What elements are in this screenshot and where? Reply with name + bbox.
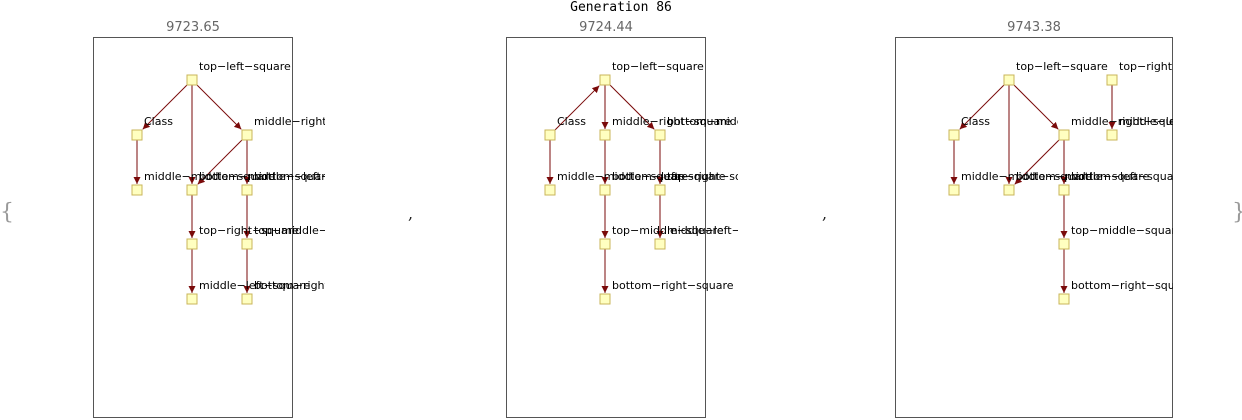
node-square <box>654 129 666 141</box>
node-square <box>544 184 556 196</box>
node-label: middle−right−square <box>254 115 325 128</box>
node-square <box>241 184 253 196</box>
node-square <box>948 184 960 196</box>
edge-n1-n3 <box>196 84 242 130</box>
node-square <box>1003 184 1015 196</box>
node-label: bottom−right−square <box>1071 279 1173 292</box>
node-label: middle−middle−square <box>961 170 1092 183</box>
node-label: top−right−square <box>667 170 738 183</box>
node-square <box>654 238 666 250</box>
panel-frame <box>895 37 1173 418</box>
node-label: middle−left−square <box>1119 115 1173 128</box>
list-close-brace: } <box>1232 202 1242 224</box>
node-label: top−middle−square <box>254 224 325 237</box>
node-square <box>654 184 666 196</box>
panel-score: 9723.65 <box>166 20 220 35</box>
node-label: middle−left−square <box>199 279 311 292</box>
node-square <box>241 238 253 250</box>
list-separator-1: , <box>408 204 414 223</box>
node-label: top−left−square <box>199 60 291 73</box>
node-square <box>599 184 611 196</box>
node-label: bottom−left−square <box>1071 170 1173 183</box>
node-label: top−left−square <box>612 60 704 73</box>
edge-p4-p7 <box>1014 139 1060 185</box>
node-square <box>1058 184 1070 196</box>
node-square <box>1106 129 1118 141</box>
node-label: middle−left−square <box>667 224 738 237</box>
node-square <box>599 129 611 141</box>
edge-n1-n2 <box>142 84 188 130</box>
node-label: middle−right−square <box>1071 115 1173 128</box>
node-square <box>1058 129 1070 141</box>
node-square <box>1003 74 1015 86</box>
node-label: top−middle−square <box>1071 224 1173 237</box>
node-square <box>599 293 611 305</box>
node-square <box>599 238 611 250</box>
node-label: bottom−middle−square <box>199 170 325 183</box>
node-label: top−right−square <box>1119 60 1173 73</box>
node-square <box>948 129 960 141</box>
node-square <box>131 184 143 196</box>
node-label: Class <box>961 115 990 128</box>
edge-m2-m1 <box>554 85 600 131</box>
node-square <box>241 293 253 305</box>
panel-score: 9724.44 <box>579 20 633 35</box>
node-label: middle−middle−square <box>144 170 275 183</box>
edge-p1-p3 <box>959 84 1005 130</box>
edge-p1-p4 <box>1013 84 1059 130</box>
node-label: top−left−square <box>1016 60 1108 73</box>
node-square <box>131 129 143 141</box>
node-square <box>1058 238 1070 250</box>
node-label: top−right−square <box>199 224 299 237</box>
node-square <box>1106 74 1118 86</box>
node-square <box>241 129 253 141</box>
node-square <box>186 293 198 305</box>
node-label: Class <box>144 115 173 128</box>
edge-m1-m4 <box>609 84 655 130</box>
list-separator-2: , <box>822 204 828 223</box>
generation-title: Generation 86 <box>570 0 672 15</box>
node-label: bottom−left−square <box>612 170 726 183</box>
edge-n3-n5 <box>197 139 243 185</box>
node-label: top−middle−square <box>612 224 724 237</box>
network-panel-3: 9743.38 top−left−square top−right−squareC… <box>895 0 1173 420</box>
panel-score: 9743.38 <box>1007 20 1061 35</box>
node-square <box>544 129 556 141</box>
node-label: bottom−middle−square <box>667 115 738 128</box>
panel-frame <box>93 37 293 418</box>
node-label: middle−middle−square <box>557 170 688 183</box>
node-label: Class <box>557 115 586 128</box>
node-label: middle−right−square <box>612 115 732 128</box>
node-square <box>1058 293 1070 305</box>
node-label: bottom−middle−square <box>1016 170 1149 183</box>
panel-frame <box>506 37 706 418</box>
node-label: bottom−right−square <box>254 279 325 292</box>
node-square <box>186 238 198 250</box>
node-square <box>186 74 198 86</box>
node-label: bottom−left−square <box>254 170 325 183</box>
node-label: bottom−right−square <box>612 279 734 292</box>
node-square <box>599 74 611 86</box>
list-open-brace: { <box>0 200 14 225</box>
node-square <box>186 184 198 196</box>
